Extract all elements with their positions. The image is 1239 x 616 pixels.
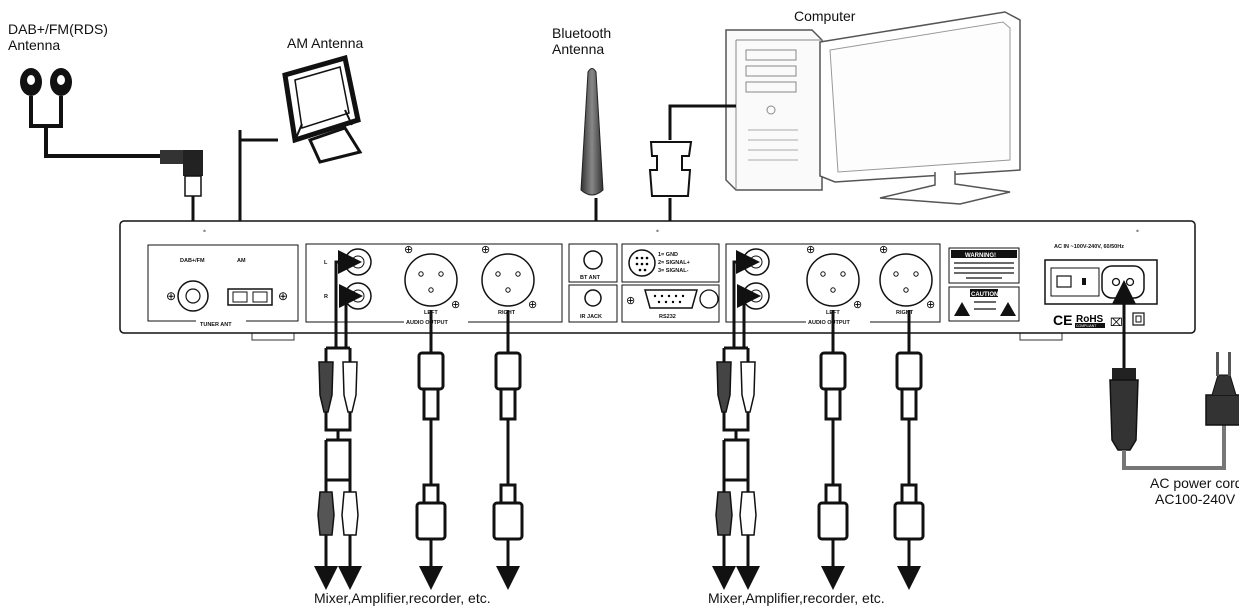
rohs-mark: RoHS	[1076, 314, 1104, 325]
rca-l-label: L	[324, 260, 328, 266]
svg-text:⊕: ⊕	[926, 299, 935, 311]
rs232-port[interactable]	[644, 289, 698, 309]
dab-antenna-label-2: Antenna	[8, 37, 60, 53]
dab-antenna-label-1: DAB+/FM(RDS)	[8, 21, 108, 37]
warning-labels: WARNING! CAUTION!	[948, 247, 1020, 322]
rs232-label: RS232	[659, 314, 676, 320]
xlr-right-jack-1[interactable]	[481, 253, 535, 307]
rs232-section: 1= GND 2= SIGNAL+ 3= SIGNAL- ⊕ RS232	[621, 243, 720, 323]
double-insulation-icon	[1132, 312, 1145, 326]
rca-cable-1	[314, 250, 363, 590]
rohs-compliant-text: COMPLIANT	[1076, 324, 1097, 328]
bluetooth-antenna-label-2: Antenna	[552, 41, 604, 57]
ac-cord-label-2: AC100-240V	[1155, 491, 1236, 507]
svg-text:⊕: ⊕	[481, 244, 490, 256]
computer-illustration	[648, 11, 1021, 295]
ac-in-label: AC IN ~100V-240V, 60/50Hz	[1054, 244, 1124, 250]
svg-text:⊕: ⊕	[1136, 229, 1139, 233]
am-loop-antenna	[228, 54, 363, 292]
caution-label: CAUTION!	[971, 292, 1000, 298]
xlr-cable-1-right	[492, 310, 524, 590]
svg-text:⊕: ⊕	[451, 299, 460, 311]
power-switch[interactable]	[1056, 275, 1072, 288]
ac-power-cord: AC power cord AC100-240V	[1109, 280, 1239, 507]
svg-text:⊕: ⊕	[278, 289, 288, 303]
bt-ir-section: BT ANT IR JACK	[568, 243, 618, 323]
dab-fm-antenna-jack[interactable]	[177, 280, 209, 312]
am-antenna-label: AM Antenna	[287, 35, 363, 51]
xlr-left-jack-2[interactable]	[806, 253, 860, 307]
ir-jack[interactable]	[584, 289, 602, 307]
xlr-cable-1-left	[415, 310, 447, 590]
bt-ant-label: BT ANT	[580, 275, 601, 281]
svg-text:⊕: ⊕	[166, 289, 176, 303]
svg-text:⊕: ⊕	[203, 229, 206, 233]
svg-text:⊕: ⊕	[626, 295, 635, 307]
computer-label: Computer	[794, 8, 856, 24]
svg-text:⊕: ⊕	[404, 244, 413, 256]
xlr-right-jack-2[interactable]	[879, 253, 933, 307]
ir-jack-label: IR JACK	[580, 314, 602, 320]
svg-text:⊕: ⊕	[656, 229, 659, 233]
bt-antenna-jack[interactable]	[583, 250, 603, 270]
audio-output-label-1: AUDIO OUTPUT	[406, 320, 449, 326]
ce-mark: CE	[1053, 312, 1072, 328]
svg-text:⊕: ⊕	[806, 244, 815, 256]
svg-text:⊕: ⊕	[528, 299, 537, 311]
dab-fm-port-label: DAB+/FM	[180, 258, 205, 264]
am-antenna-terminal[interactable]	[227, 288, 273, 306]
xlr-cable-2-left	[817, 310, 849, 590]
weee-bin-icon: ⌧	[1110, 317, 1123, 329]
warning-label: WARNING!	[965, 253, 996, 259]
svg-text:⊕: ⊕	[879, 244, 888, 256]
tuner-ant-label: TUNER ANT	[200, 322, 232, 328]
rear-panel: ⊕ ⊕ ⊕ DAB+/FM AM ⊕ ⊕ TUNER ANT L R	[119, 220, 1196, 341]
pin3-label: 3= SIGNAL-	[658, 268, 689, 274]
destination-label-1: Mixer,Amplifier,recorder, etc.	[314, 590, 491, 606]
audio-output-section-2: L R ⊕ ⊕ ⊕ ⊕ LEFT RIGHT AUDIO OUTPUT	[725, 243, 941, 326]
xlr-left-jack-1[interactable]	[404, 253, 458, 307]
rca-cable-2	[712, 250, 761, 590]
xlr-right-label-2: RIGHT	[896, 310, 914, 316]
ac-cord-label-1: AC power cord	[1150, 475, 1239, 491]
svg-text:⊕: ⊕	[853, 299, 862, 311]
bluetooth-antenna-label-1: Bluetooth	[552, 25, 611, 41]
pin1-label: 1= GND	[658, 252, 678, 258]
rca-r-label: R	[324, 294, 328, 300]
am-port-label: AM	[237, 258, 246, 264]
destination-label-2: Mixer,Amplifier,recorder, etc.	[708, 590, 885, 606]
xlr-cable-2-right	[893, 310, 925, 590]
audio-output-label-2: AUDIO OUTPUT	[808, 320, 851, 326]
pin2-label: 2= SIGNAL+	[658, 260, 690, 266]
tuner-antenna-section: DAB+/FM AM ⊕ ⊕ TUNER ANT	[147, 244, 299, 328]
dab-fm-antenna	[20, 68, 205, 264]
